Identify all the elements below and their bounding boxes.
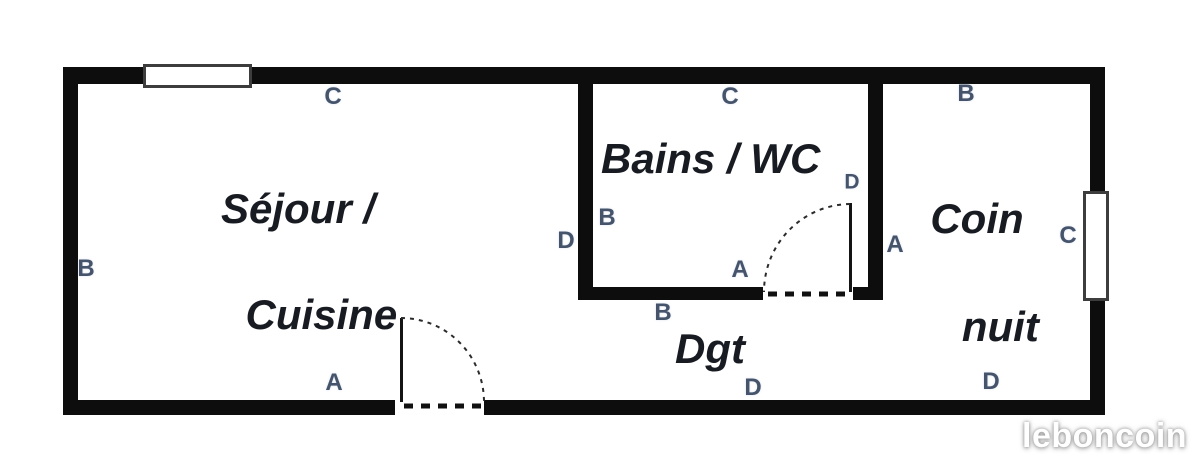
room-name-sejour-cuisine: Séjour / Cuisine <box>199 182 397 341</box>
wall-partition-foot <box>853 287 883 300</box>
window-icon-right <box>1083 191 1109 301</box>
wall-label-sejour-right: D <box>557 227 575 254</box>
wall-label-sejour-top: C <box>324 83 342 110</box>
wall-label-sejour-bottom: A <box>325 369 343 396</box>
wall-bains-left <box>578 84 593 300</box>
wall-label-dgt-top: B <box>654 299 672 326</box>
room-name-sejour-line2: Cuisine <box>245 291 398 338</box>
room-name-bains-wc: Bains / WC <box>601 135 821 182</box>
door-arc-sejour <box>400 317 485 403</box>
wall-label-sejour-left: B <box>77 255 95 282</box>
wall-label-bains-top: C <box>721 83 739 110</box>
wall-label-coin-right: C <box>1059 222 1077 249</box>
wall-label-bains-bottom: A <box>731 256 749 283</box>
room-name-dgt: Dgt <box>675 325 745 372</box>
wall-label-bains-door: D <box>844 170 860 194</box>
room-name-coin-line2: nuit <box>961 303 1039 350</box>
wall-label-bains-left: B <box>598 204 616 231</box>
door-arc-bains <box>763 203 851 293</box>
wall-label-coin-top: B <box>957 80 975 107</box>
wall-outer-bottom-right-segment <box>484 400 1105 415</box>
wall-bains-bottom <box>578 287 763 300</box>
wall-label-coin-left: A <box>886 231 904 258</box>
wall-coin-nuit-partition <box>868 84 883 300</box>
leboncoin-logo: leboncoin <box>1022 417 1188 455</box>
wall-label-coin-bottom: D <box>982 368 1000 395</box>
window-icon-top <box>143 64 252 88</box>
room-name-sejour-line1: Séjour / <box>220 185 376 232</box>
wall-outer-top <box>63 67 1105 84</box>
wall-outer-bottom-left-segment <box>63 400 395 415</box>
room-name-coin-nuit: Coin nuit <box>915 192 1039 354</box>
wall-label-dgt-bottom: D <box>744 374 762 401</box>
room-name-coin-line1: Coin <box>930 195 1024 242</box>
wall-outer-left <box>63 67 78 415</box>
